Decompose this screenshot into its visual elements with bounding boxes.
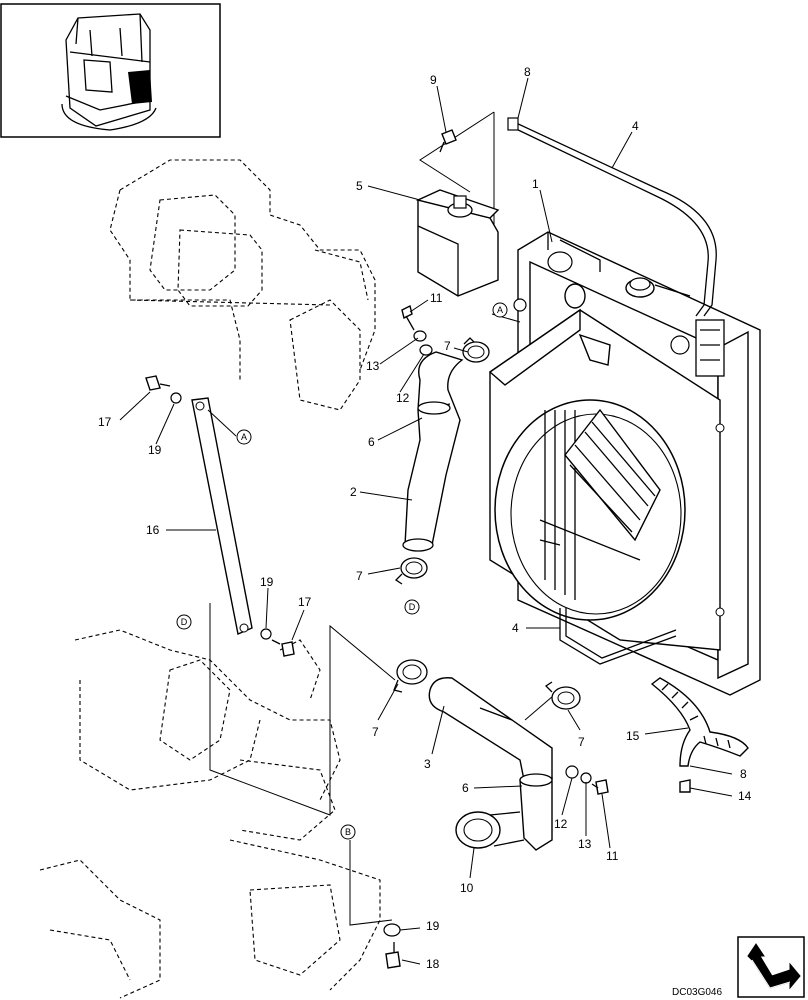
bolt-9 bbox=[439, 129, 457, 153]
marker-d: D bbox=[409, 602, 416, 612]
callout-3: 3 bbox=[424, 757, 431, 771]
callout-14: 14 bbox=[738, 789, 752, 803]
upper-radiator-hose bbox=[402, 351, 464, 552]
drawing-code: DC03G046 bbox=[672, 987, 722, 998]
marker-d: D bbox=[181, 617, 188, 627]
marker-a: A bbox=[497, 305, 503, 315]
engine-outline-lower bbox=[39, 629, 381, 999]
callout-15: 15 bbox=[626, 729, 640, 743]
drain-plug bbox=[679, 779, 691, 793]
hose-clamp-lower-right bbox=[544, 681, 581, 710]
bolt-11-lower bbox=[591, 779, 609, 795]
callout-13: 13 bbox=[366, 359, 380, 373]
callout-17: 17 bbox=[298, 595, 312, 609]
callout-11: 11 bbox=[606, 849, 619, 863]
bolt-17-upper bbox=[145, 375, 171, 391]
drain-hose bbox=[650, 677, 749, 767]
callout-19: 19 bbox=[260, 575, 274, 589]
callout-7: 7 bbox=[372, 725, 379, 739]
fan-shroud bbox=[488, 308, 725, 651]
washer-13-lower bbox=[580, 772, 592, 784]
marker-b: B bbox=[345, 827, 351, 837]
callout-17: 17 bbox=[98, 415, 112, 429]
orientation-arrow-icon bbox=[737, 936, 805, 998]
callout-19: 19 bbox=[426, 919, 440, 933]
callout-8: 8 bbox=[524, 65, 531, 79]
callout-6: 6 bbox=[462, 781, 469, 795]
coolant-reservoir bbox=[415, 189, 500, 297]
washer-12-upper bbox=[419, 344, 433, 356]
callout-12: 12 bbox=[554, 817, 568, 831]
callout-1: 1 bbox=[532, 177, 539, 191]
overflow-hose-upper bbox=[507, 117, 717, 317]
bolt-18 bbox=[385, 942, 401, 969]
callout-7: 7 bbox=[356, 569, 363, 583]
washer-12-lower bbox=[565, 765, 579, 779]
machine-location-icon bbox=[0, 3, 221, 138]
washer-19-middle bbox=[260, 628, 272, 640]
callout-11: 11 bbox=[430, 291, 443, 305]
callout-6: 6 bbox=[368, 435, 375, 449]
bolt-11-upper bbox=[401, 304, 415, 331]
callout-7: 7 bbox=[578, 735, 585, 749]
washer-19-lower bbox=[383, 923, 401, 937]
connection-markers: A A D D B bbox=[176, 302, 508, 840]
callout-5: 5 bbox=[356, 179, 363, 193]
overflow-hose-lower bbox=[559, 608, 677, 665]
callout-16: 16 bbox=[146, 523, 160, 537]
callout-13: 13 bbox=[578, 837, 592, 851]
hose-clamp-middle bbox=[394, 557, 428, 585]
marker-a: A bbox=[241, 432, 247, 442]
callout-2: 2 bbox=[350, 485, 357, 499]
callout-8: 8 bbox=[740, 767, 747, 781]
callout-12: 12 bbox=[396, 391, 410, 405]
hose-clamp-upper bbox=[462, 337, 490, 363]
callout-18: 18 bbox=[426, 957, 440, 971]
washer-19-upper bbox=[170, 392, 182, 404]
lower-radiator-hose bbox=[428, 677, 553, 851]
callout-10: 10 bbox=[460, 881, 474, 895]
callout-4: 4 bbox=[512, 621, 519, 635]
callout-4: 4 bbox=[632, 119, 639, 133]
bolt-17-lower bbox=[271, 639, 295, 657]
callouts: 1 2 3 4 4 5 6 6 7 7 7 7 8 8 9 10 11 11 1… bbox=[98, 65, 752, 971]
hose-clamp-lower-left bbox=[393, 659, 428, 693]
rubber-collar bbox=[455, 811, 525, 849]
stay-bar bbox=[191, 397, 253, 635]
leader-lines bbox=[119, 77, 733, 965]
callout-9: 9 bbox=[430, 73, 437, 87]
callout-19: 19 bbox=[148, 443, 162, 457]
engine-outline-upper bbox=[109, 159, 376, 411]
callout-7: 7 bbox=[444, 339, 451, 353]
